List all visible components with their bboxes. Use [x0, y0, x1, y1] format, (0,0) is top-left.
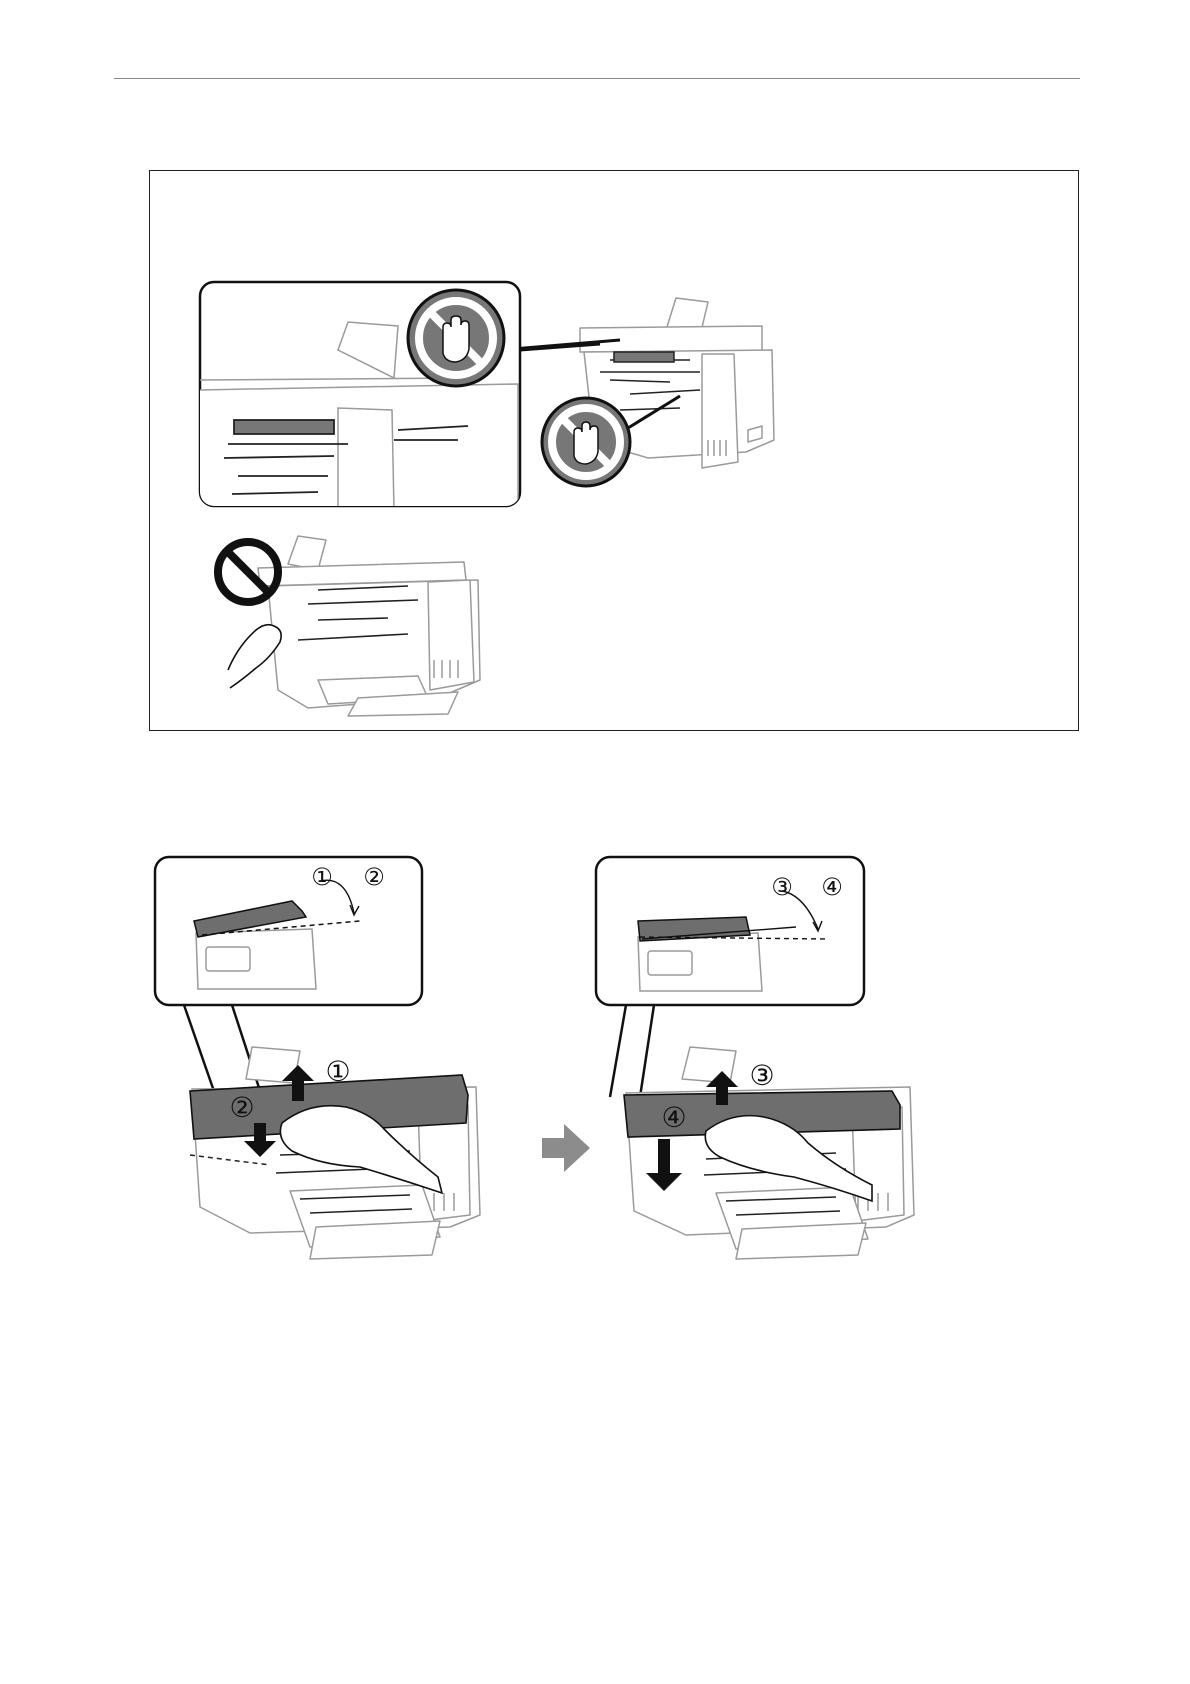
scanner-open-close-figure-right: ③ ④ ③ ④ [596, 855, 946, 1265]
arrow-label-3: ③ [749, 1059, 774, 1092]
callout-label-2: ② [363, 863, 385, 891]
arrow-label-2: ② [229, 1091, 254, 1124]
printer-handle-figure [208, 530, 498, 720]
printer-open-figure [540, 290, 840, 530]
callout-label-3: ③ [771, 873, 793, 901]
closeup-inset [198, 280, 558, 510]
arrow-label-1: ① [325, 1055, 350, 1088]
header-rule [114, 78, 1080, 79]
arrow-label-4: ④ [661, 1101, 686, 1134]
no-touch-hand-icon [408, 290, 504, 386]
callout-label-4: ④ [821, 873, 843, 901]
callout-label-1: ① [311, 863, 333, 891]
right-arrow-icon [538, 1120, 594, 1176]
scanner-open-close-figure-left: ① ② ① ② [150, 855, 500, 1265]
